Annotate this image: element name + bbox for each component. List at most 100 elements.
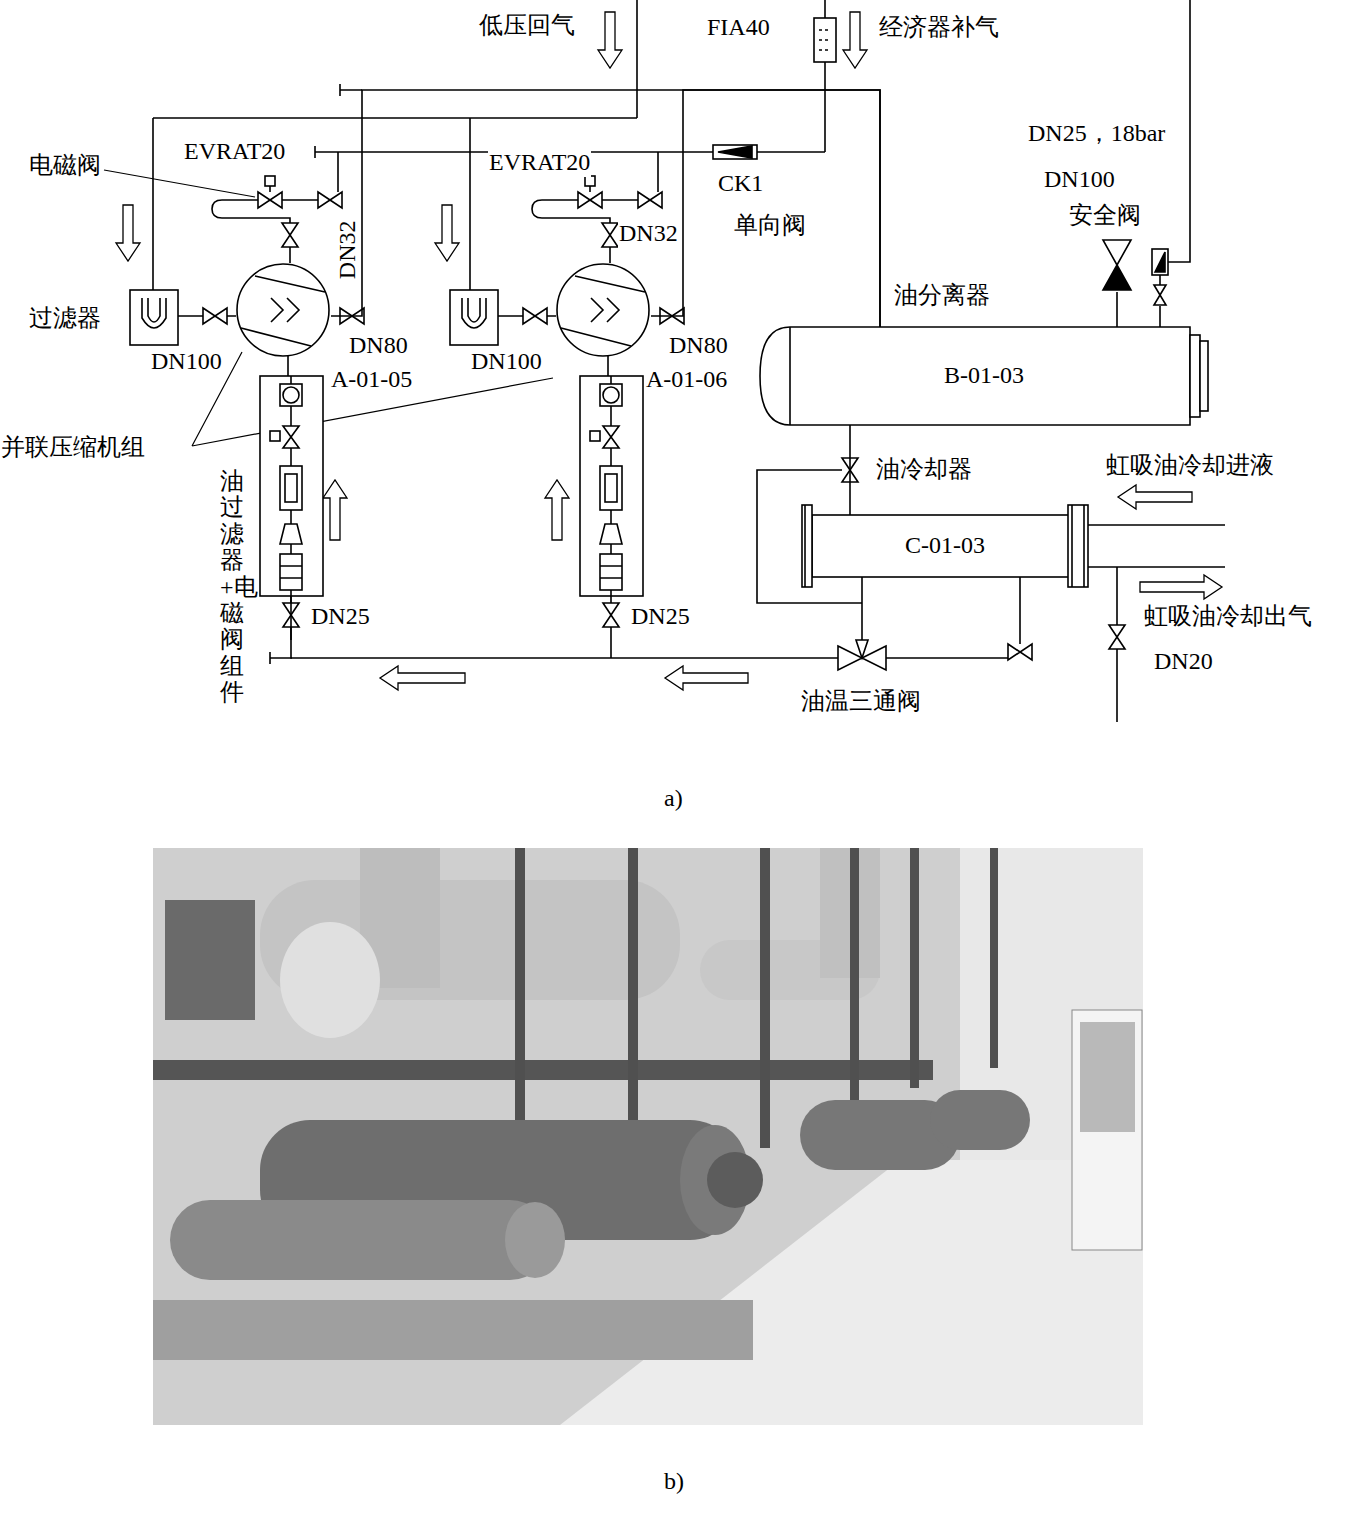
leader-line: [104, 170, 255, 197]
pipe-connector: [651, 90, 880, 327]
pipe-connector: [291, 596, 838, 658]
filter-assembly: [600, 466, 622, 510]
annotation-label: DN80: [668, 332, 729, 360]
photo-tank: [930, 1090, 1030, 1150]
suction-header: [153, 0, 637, 290]
cooler-flange: [1072, 505, 1084, 587]
oil-solenoid-coil: [270, 431, 280, 441]
compressor-chevron: [271, 298, 299, 322]
annotation-label: b): [663, 1468, 685, 1496]
compressor-rotor-line: [241, 276, 325, 346]
oil-cooler: 油冷却器C-01-03: [802, 515, 1088, 577]
valve-symbol: [203, 308, 227, 324]
hollow-arrow: [843, 12, 867, 68]
hollow-arrow: [1118, 485, 1192, 509]
discharge-header: [340, 84, 362, 96]
suction-filter: [462, 298, 486, 328]
equipment-label: B-01-03: [943, 362, 1025, 390]
oil-separator: 油分离器B-01-03: [760, 327, 1208, 425]
annotation-label: CK1: [717, 170, 764, 198]
valve-symbol: [1008, 644, 1032, 660]
oil-pressure-element: [283, 387, 299, 403]
annotation-label: DN32: [333, 220, 361, 281]
compressor-symbol-outline: [555, 262, 651, 358]
photo-insulated-pipe: [280, 922, 380, 1038]
filter-assembly: [600, 524, 622, 544]
suction-filter: [130, 290, 178, 345]
filter-assembly: [580, 376, 643, 596]
three-way-valve-port: [856, 640, 868, 658]
three-way-valve: 油温三通阀: [838, 640, 886, 676]
annotation-label: DN25，18bar: [1027, 120, 1166, 148]
compressor-symbol: A-01-06: [555, 262, 651, 358]
oil-filter-element: [280, 466, 302, 510]
annotation-label: 虹吸油冷却出气: [1143, 603, 1313, 631]
annotation-label: 经济器补气: [878, 14, 1000, 42]
hollow-arrow: [116, 205, 140, 261]
filter-assembly: [605, 474, 617, 502]
filter-assembly: [603, 387, 619, 403]
photo-frame: [153, 1060, 933, 1080]
suction-filter: [142, 298, 166, 328]
oil-strainer: [280, 566, 302, 578]
filter-assembly: [603, 426, 619, 448]
equipment-label: 油温三通阀: [800, 688, 922, 716]
oil-piping: [886, 577, 1020, 658]
suction-piping: [178, 315, 556, 317]
annotation-label: 过滤器: [28, 305, 102, 333]
annotation-label: DN25: [630, 603, 691, 631]
valve-symbol: [603, 603, 619, 627]
photo-plinth: [153, 1300, 753, 1360]
oil-pressure-element: [280, 384, 302, 406]
equipment-label: 油冷却器: [875, 456, 973, 484]
check-valve: [713, 145, 757, 159]
filter-assembly-frame: [260, 376, 323, 596]
relief-device: [1152, 249, 1168, 275]
separator-seam: [789, 327, 791, 425]
annotation-label: DN100: [150, 348, 223, 376]
relief-device: [1155, 252, 1165, 272]
check-valve: [718, 146, 752, 158]
equipment-label: 油分离器: [893, 282, 991, 310]
photo-tank: [505, 1202, 565, 1278]
annotation-label: DN32: [618, 220, 679, 248]
annotation-label: a): [663, 785, 684, 813]
solenoid-valve: [578, 192, 602, 208]
compressor-casing: [557, 264, 649, 356]
hollow-arrow: [545, 480, 569, 540]
photo-pipe: [990, 848, 998, 1068]
hollow-arrow: [435, 205, 459, 261]
oil-nozzle: [280, 524, 302, 544]
photo-ground: [153, 848, 1143, 1425]
three-way-valve-outline: [838, 640, 886, 676]
leader-lines: [104, 170, 553, 446]
valve-symbol: [1109, 625, 1125, 649]
annotation-label: 虹吸油冷却进液: [1105, 452, 1275, 480]
filter-assembly: [590, 431, 600, 441]
valve-symbol: [318, 192, 342, 208]
cooler-shell: [812, 515, 1078, 577]
annotation-label: DN20: [1153, 648, 1214, 676]
safety-valve: [1103, 265, 1131, 290]
filter-assembly-outline: [260, 376, 323, 596]
equipment-label: A-01-05: [330, 366, 413, 394]
oil-filter-element: [285, 474, 297, 502]
filter-assembly: [600, 384, 622, 406]
filter-assembly: [600, 554, 622, 590]
valve-symbol: [523, 308, 547, 324]
solenoid-stem: [269, 186, 271, 192]
photo-pipe: [910, 848, 919, 1088]
separator-flange: [1200, 341, 1208, 411]
photo-motor: [165, 900, 255, 1020]
flow-meter: [819, 30, 831, 50]
annotation-label: 单向阀: [733, 212, 807, 240]
valve-symbol: [638, 192, 662, 208]
annotation-label: EVRAT20: [183, 138, 286, 166]
oil-strainer: [280, 554, 302, 590]
cooler-flange: [804, 505, 806, 587]
flow-arrows: [116, 12, 1222, 690]
cooler-flange: [1068, 505, 1088, 587]
hollow-arrow: [1140, 575, 1222, 599]
equipment-label: C-01-03: [904, 532, 986, 560]
